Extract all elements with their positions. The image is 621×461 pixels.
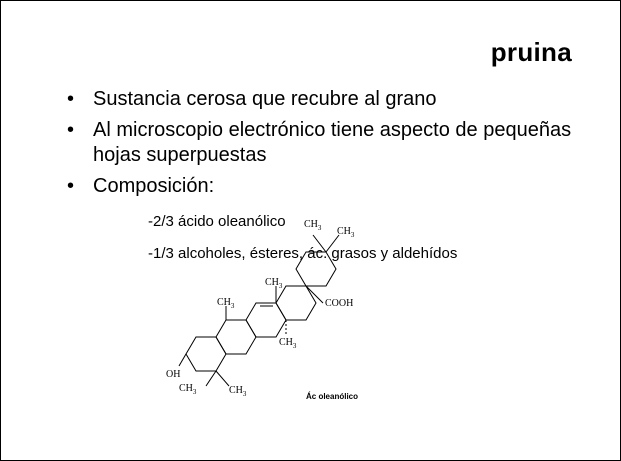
atom-labels: CH3 CH3 CH3 CH3 CH3 COOH OH CH3 CH3 [166,219,355,398]
slide-title: pruina [490,37,572,67]
methyl-label: CH3 [229,385,247,398]
carboxyl-label: COOH [325,298,353,309]
methyl-label: CH3 [337,226,355,239]
hydroxyl-label: OH [166,369,180,380]
ring-bonds [178,234,340,387]
methyl-label: CH3 [265,277,283,290]
methyl-label: CH3 [179,383,197,396]
methyl-label: CH3 [217,297,235,310]
bullet-list: Sustancia cerosa que recubre al grano Al… [67,87,587,205]
methyl-label: CH3 [304,219,322,232]
figure-caption: Ác oleanólico [306,392,359,401]
methyl-label: CH3 [279,337,297,350]
sub-item-alcohols: -1/3 alcoholes, ésteres, ác. grasos y al… [148,245,458,262]
bullet-item: Al microscopio electrónico tiene aspecto… [67,118,587,168]
sub-item-oleanolic: -2/3 ácido oleanólico [148,213,286,230]
bullet-item: Sustancia cerosa que recubre al grano [67,87,587,112]
bullet-item: Composición: [67,174,587,199]
